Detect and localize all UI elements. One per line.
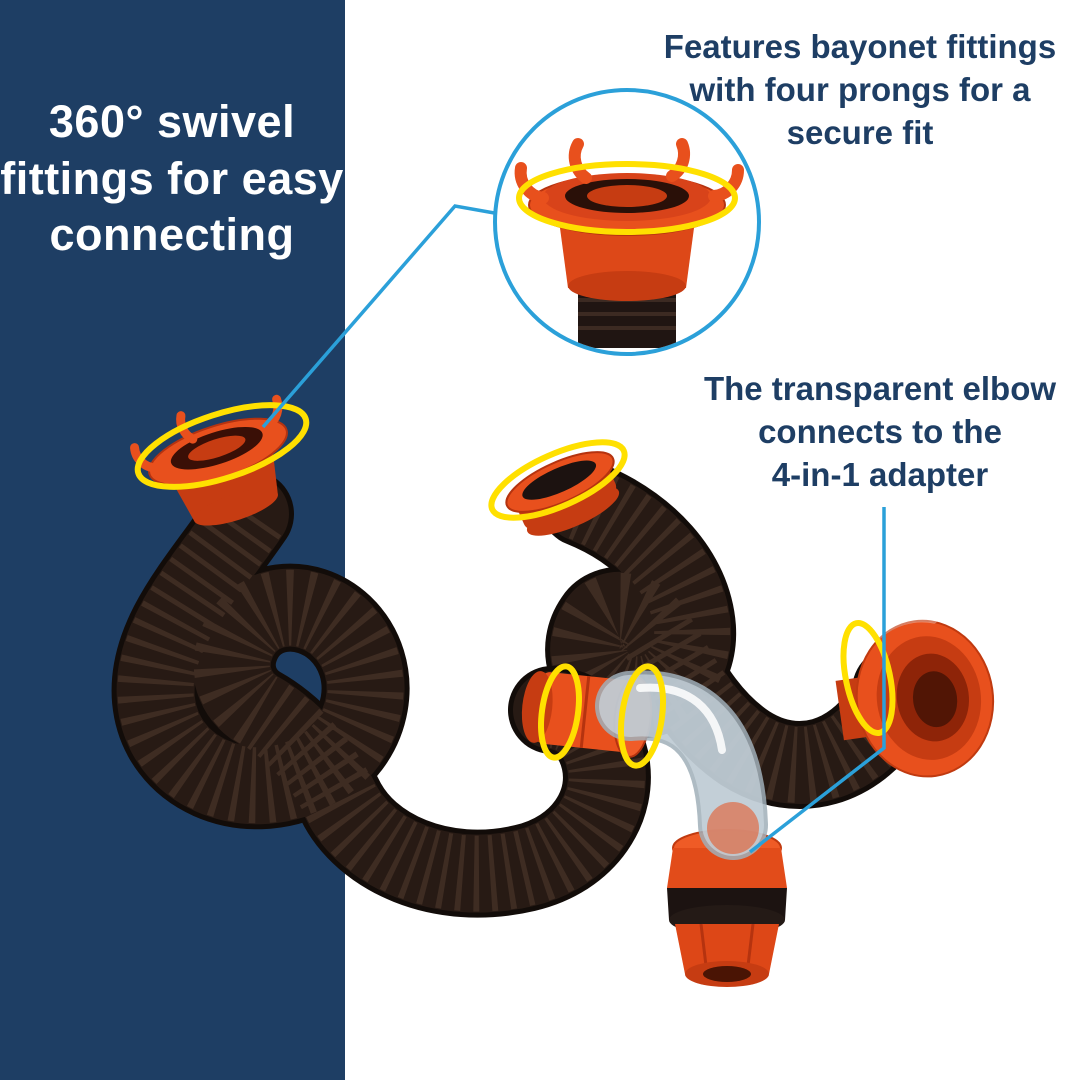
zoom-inset-circle [493,88,761,356]
callout-bayonet-text: Features bayonet fittings with four pron… [648,26,1072,155]
callout-bayonet-line-1: Features bayonet fittings [663,28,1057,65]
swivel-highlight-ring-inset [516,161,738,235]
left-panel-line-1: 360° swivel [48,96,296,147]
callout-line-elbow [748,507,886,854]
callout-elbow-text: The transparent elbow connects to the 4-… [688,368,1072,497]
swivel-highlight-ring-top [488,439,628,521]
left-panel-line-3: connecting [49,209,295,261]
left-panel-line-2: fittings for easy [0,152,344,204]
callout-bayonet-line-3: secure fit [786,113,934,151]
sewer-hose-right [539,459,940,809]
callout-line-bayonet [261,204,501,429]
swivel-highlight-ring-right [840,620,896,736]
callout-elbow-line-1: The transparent elbow [703,370,1057,407]
swivel-highlight-ring-elbow [618,663,666,769]
left-panel-text: 360° swivel fittings for easy connecting [0,94,354,264]
callout-bayonet-line-2: with four prongs for a [689,70,1031,108]
sewer-hose-left [111,470,651,918]
bayonet-fitting-closeup [514,138,745,348]
callout-elbow-line-3: 4-in-1 adapter [771,455,989,493]
callout-elbow-line-2: connects to the [758,412,1002,450]
transparent-elbow [595,670,768,860]
swivel-highlight-ring-cuff [538,663,582,761]
left-text-panel [0,0,345,1080]
swivel-highlight-ring-bayonet [134,402,310,490]
